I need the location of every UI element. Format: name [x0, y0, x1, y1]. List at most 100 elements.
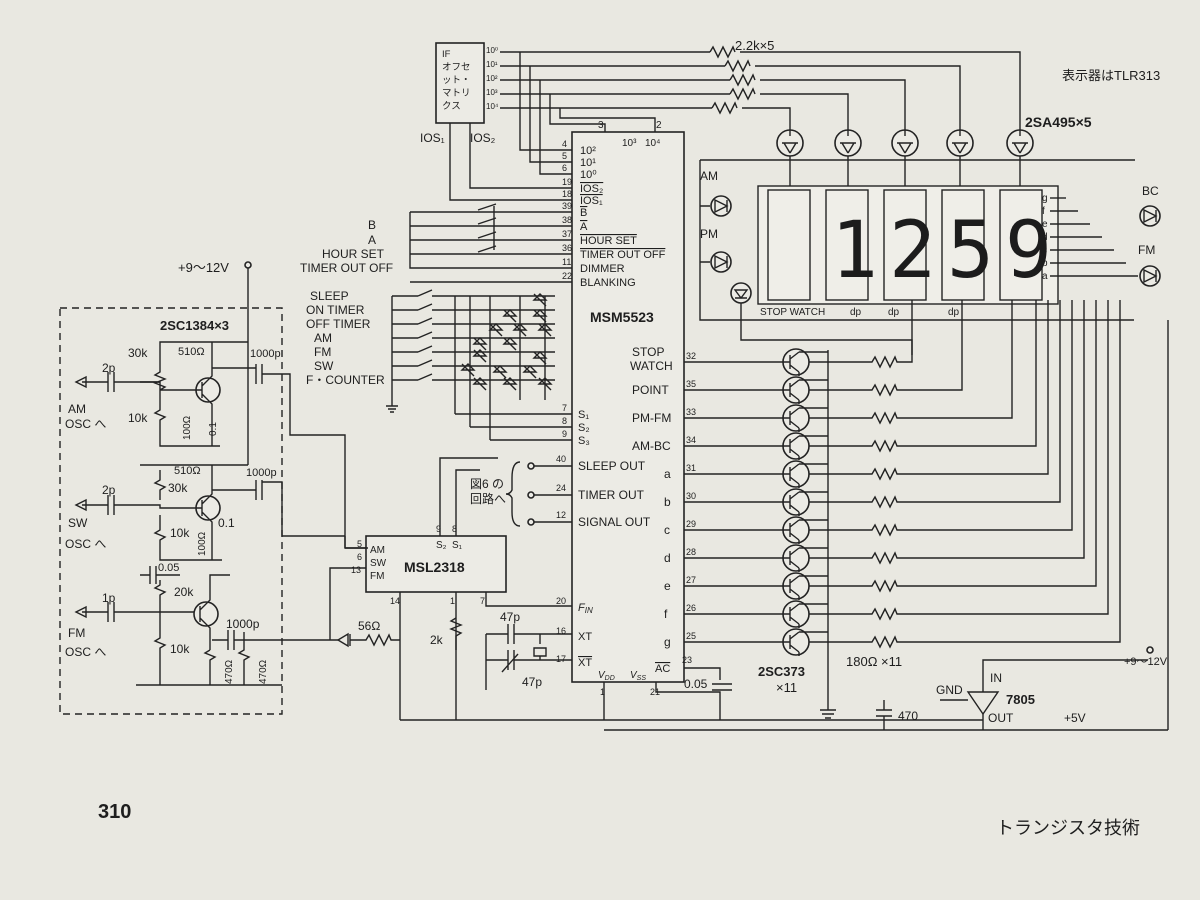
crystal-section: 2k 47p 47p 56Ω [336, 610, 572, 690]
xtbar-pin-num: 17 [556, 654, 566, 664]
switch-fm: FM [314, 345, 331, 359]
c-fm1-label: 0.05 [158, 562, 179, 574]
msm-top-pin-3: 3 [598, 120, 604, 131]
msm-left-pin-num: 18 [562, 189, 572, 199]
pnp-transistor [1006, 129, 1034, 157]
msm-left-pin-name: 10¹ [580, 157, 596, 169]
switch-f-counter: F・COUNTER [306, 373, 385, 387]
r-am3-label: 510Ω [178, 346, 205, 358]
switch-on-timer: ON TIMER [306, 303, 365, 317]
ac-pin-name: AC [655, 663, 670, 675]
msl-num-7: 7 [480, 596, 485, 606]
matrix-diode [488, 323, 504, 337]
npn-symbol [782, 575, 828, 600]
dp-label: dp [850, 307, 862, 318]
msm-left-pin-num: 11 [562, 257, 571, 267]
r-am2-label: 10k [128, 411, 148, 425]
pnp-transistors: 2SA495×5 [700, 114, 1135, 188]
msl-s2: S₂ [436, 540, 447, 551]
digit-value: 1 [831, 206, 878, 296]
matrix-diode [460, 363, 476, 377]
msm-right-pin-num: 31 [686, 463, 696, 473]
driver-resistor [809, 300, 1085, 565]
s1-pin-name: S₁ [578, 409, 589, 421]
r-sw3-label: 10k [170, 526, 190, 540]
segment-letter: e [1042, 219, 1048, 230]
r-sw1-label: 510Ω [174, 465, 201, 477]
matrix-diode [472, 337, 488, 351]
msm-output-num: 24 [556, 483, 566, 493]
fm-osc-label-1: FM [68, 626, 85, 640]
msm-left-pin-num: 38 [562, 215, 572, 225]
reg-vin-label: +9〜12V [1124, 656, 1168, 668]
msm-right-pin-num: 26 [686, 603, 696, 613]
switch-a: A [368, 233, 376, 247]
control-switch-labels: B A HOUR SET TIMER OUT OFF SLEEP ON TIME… [300, 203, 572, 440]
digit-value: 5 [947, 206, 994, 296]
msm-bottom-pins: FIN 20 XT 16 XT 17 AC 23 VDD VSS 1 21 0.… [556, 596, 732, 720]
r-am4-label: 100Ω [182, 415, 193, 440]
npn-symbol [782, 407, 828, 432]
am-osc-label-2: OSC へ [65, 417, 106, 431]
msm-right-pin-name: AM-BC [632, 439, 671, 453]
msm-right-pin-num: 34 [686, 435, 696, 445]
matrix-diode [502, 337, 518, 351]
npn-symbol [782, 351, 828, 376]
matrix-diode [502, 377, 518, 391]
matrix-diode [532, 293, 548, 307]
driver-resistor [809, 300, 1037, 453]
led-pm-label: PM [700, 227, 718, 241]
msm-left-pin-num: 37 [562, 229, 572, 239]
msm-right-pin-name: b [664, 495, 671, 509]
c-sw-out-label: 1000p [246, 467, 277, 479]
c-am-out-label: 1000p [250, 348, 281, 360]
msm-left-pin-num: 22 [562, 271, 572, 281]
digit-resistor-bus: 2.2k×5 [500, 38, 1021, 175]
c-am-label: 0.1 [208, 422, 219, 436]
msm-left-pin-name: B [580, 207, 587, 219]
msm-right-pin-num: 33 [686, 407, 696, 417]
driver-resistor [809, 300, 1013, 425]
msm-right-pin-name: f [664, 607, 668, 621]
msm-right-pin-num: 28 [686, 547, 696, 557]
msm-left-pin-name: A [580, 221, 588, 233]
npn-symbol [782, 603, 828, 628]
pnp-transistor [776, 129, 804, 157]
vdd-num: 1 [600, 687, 605, 697]
osc-transistor-label: 2SC1384×3 [160, 318, 229, 333]
msm-left-pin-name: 10² [580, 145, 596, 157]
regulator-7805: IN 7805 OUT GND +9〜12V +5V 470 [400, 320, 1169, 731]
msm-right-pin-name: POINT [632, 383, 669, 397]
msm-right-pin-num: 32 [686, 351, 696, 361]
switch-timer-out-off: TIMER OUT OFF [300, 261, 393, 275]
sw-osc-label-2: OSC へ [65, 537, 106, 551]
npn-res-label: 180Ω ×11 [846, 654, 902, 669]
npn-drivers [684, 300, 1121, 656]
npn-symbol [782, 491, 828, 516]
matrix-title-line: マトリ [442, 88, 471, 99]
matrix-diode [472, 349, 488, 363]
msm-output-name: TIMER OUT [578, 488, 645, 502]
npn-symbol [782, 379, 828, 404]
c-sw-label: 0.1 [218, 516, 235, 530]
sw-osc-label-1: SW [68, 516, 88, 530]
xt-pin-name: XT [578, 631, 592, 643]
digit-cell [941, 189, 985, 301]
r-am1-label: 30k [128, 346, 148, 360]
matrix-pin-3: 10³ [486, 88, 498, 97]
msm-output-num: 12 [556, 510, 566, 520]
msl-pin-am: AM [370, 545, 385, 556]
matrix-diode [512, 323, 528, 337]
matrix-diode [532, 309, 548, 323]
c-fm-out-label: 1000p [226, 617, 260, 631]
r-fm3-label: 470Ω [224, 659, 235, 684]
matrix-out-1: IOS₁ [420, 131, 445, 145]
pnp-transistor [834, 129, 862, 157]
npn-symbol [782, 463, 828, 488]
reg-name: 7805 [1006, 692, 1035, 707]
segment-letter: b [1042, 258, 1048, 269]
msl-num-9: 9 [436, 524, 441, 534]
